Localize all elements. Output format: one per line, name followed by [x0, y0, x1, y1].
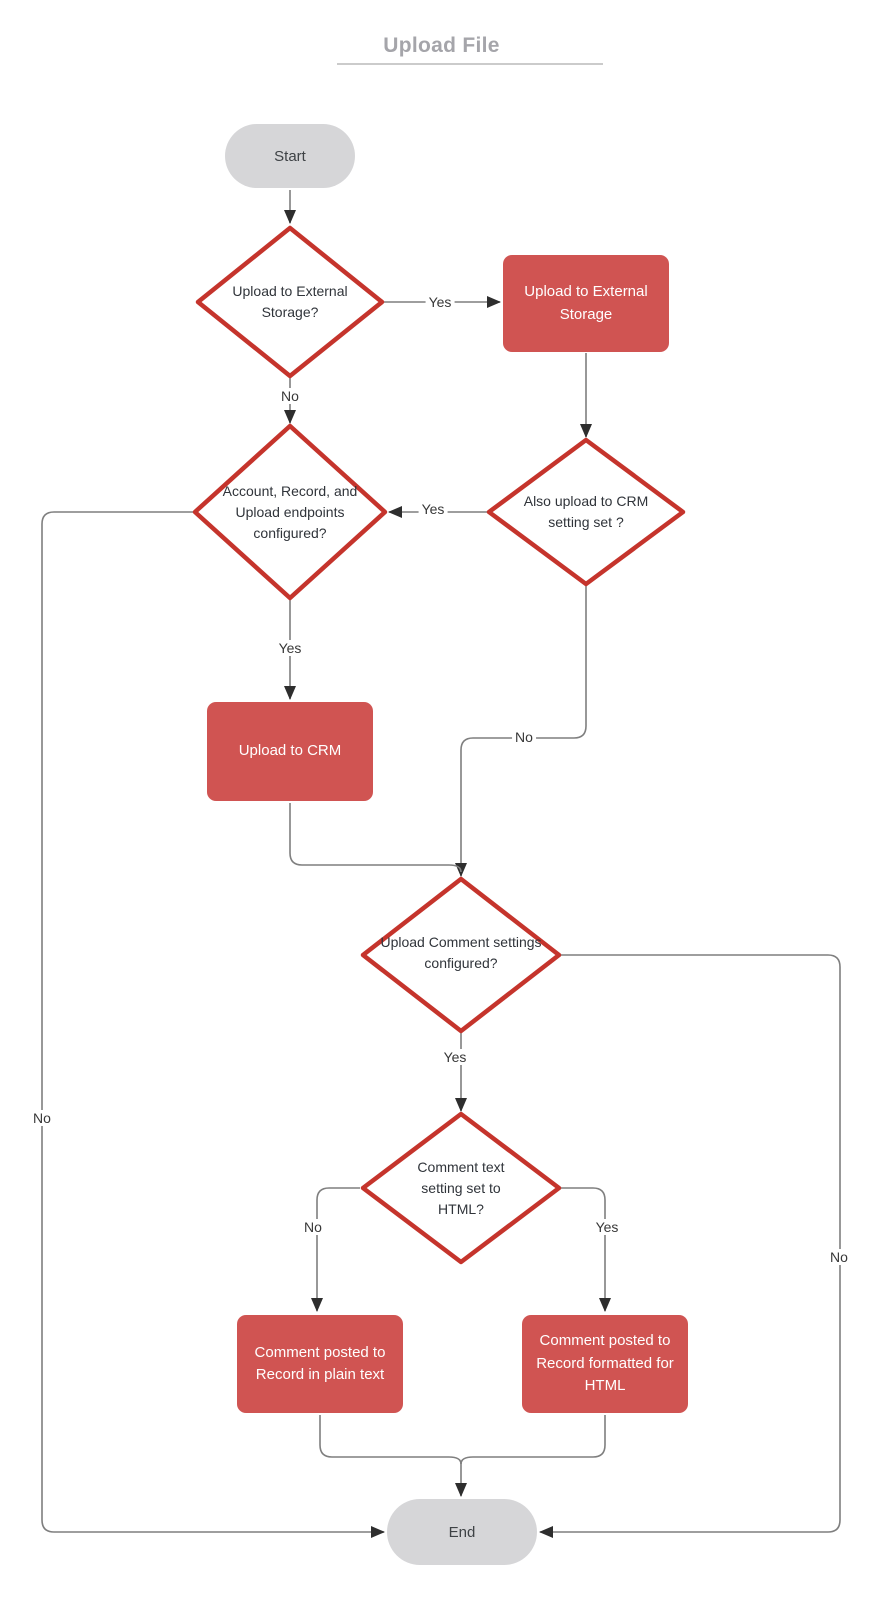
decision-endpoints-label: Account, Record, and Upload endpoints co… [222, 482, 358, 541]
edge-label-endpoints-no: No [30, 1110, 54, 1126]
edge-label-comment-settings-yes: Yes [440, 1049, 470, 1065]
edge-label-external-yes: Yes [425, 294, 455, 310]
decision-upload-external-shape [195, 225, 385, 379]
decision-comment-settings-shape [360, 876, 562, 1034]
edge-label-crm-setting-yes: Yes [418, 501, 448, 517]
node-upload-to-crm: Upload to CRM [207, 702, 373, 801]
node-post-html: Comment posted to Record formatted for H… [522, 1315, 688, 1413]
edge-label-crm-setting-no: No [512, 729, 536, 745]
edge-html-yes [560, 1187, 611, 1312]
node-upload-external-storage-label: Upload to External Storage [524, 283, 648, 323]
edge-html-no [311, 1187, 360, 1312]
edge-comment-settings-no [539, 954, 841, 1538]
node-post-plain-text-label: Comment posted to Record in plain text [254, 1343, 386, 1384]
decision-upload-external-label: Upload to External Storage? [232, 283, 348, 320]
node-upload-external-storage: Upload to External Storage [503, 255, 669, 352]
edge-htmlpost-to-end [460, 1415, 606, 1465]
node-start-label: Start [274, 147, 306, 165]
decision-also-upload-crm-label: Also upload to CRM setting set ? [523, 493, 649, 530]
node-post-html-label: Comment posted to Record formatted for H… [536, 1332, 674, 1395]
node-end-label: End [448, 1523, 476, 1541]
decision-comment-html-label: Comment text setting set to HTML? [417, 1158, 505, 1217]
node-start: Start [225, 124, 355, 188]
node-upload-to-crm-label: Upload to CRM [238, 742, 342, 760]
edge-uploadcrm-to-comment-q [289, 803, 462, 873]
decision-also-upload-crm-shape [486, 437, 686, 587]
node-end: End [387, 1499, 537, 1565]
edge-label-comment-settings-no: No [827, 1249, 851, 1265]
page-title: Upload File [383, 34, 500, 57]
decision-comment-settings-label: Upload Comment settings configured? [380, 934, 542, 971]
edge-label-html-yes: Yes [592, 1219, 622, 1235]
edge-plaintext-to-end [319, 1415, 462, 1465]
title-underline [337, 63, 603, 65]
node-post-plain-text: Comment posted to Record in plain text [237, 1315, 403, 1413]
edge-endpoints-no [41, 511, 385, 1538]
decision-endpoints-shape [192, 423, 388, 601]
decision-comment-html-shape [360, 1111, 562, 1265]
edge-label-html-no: No [301, 1219, 325, 1235]
edge-label-external-no: No [278, 388, 302, 404]
edge-label-endpoints-yes: Yes [275, 640, 305, 656]
